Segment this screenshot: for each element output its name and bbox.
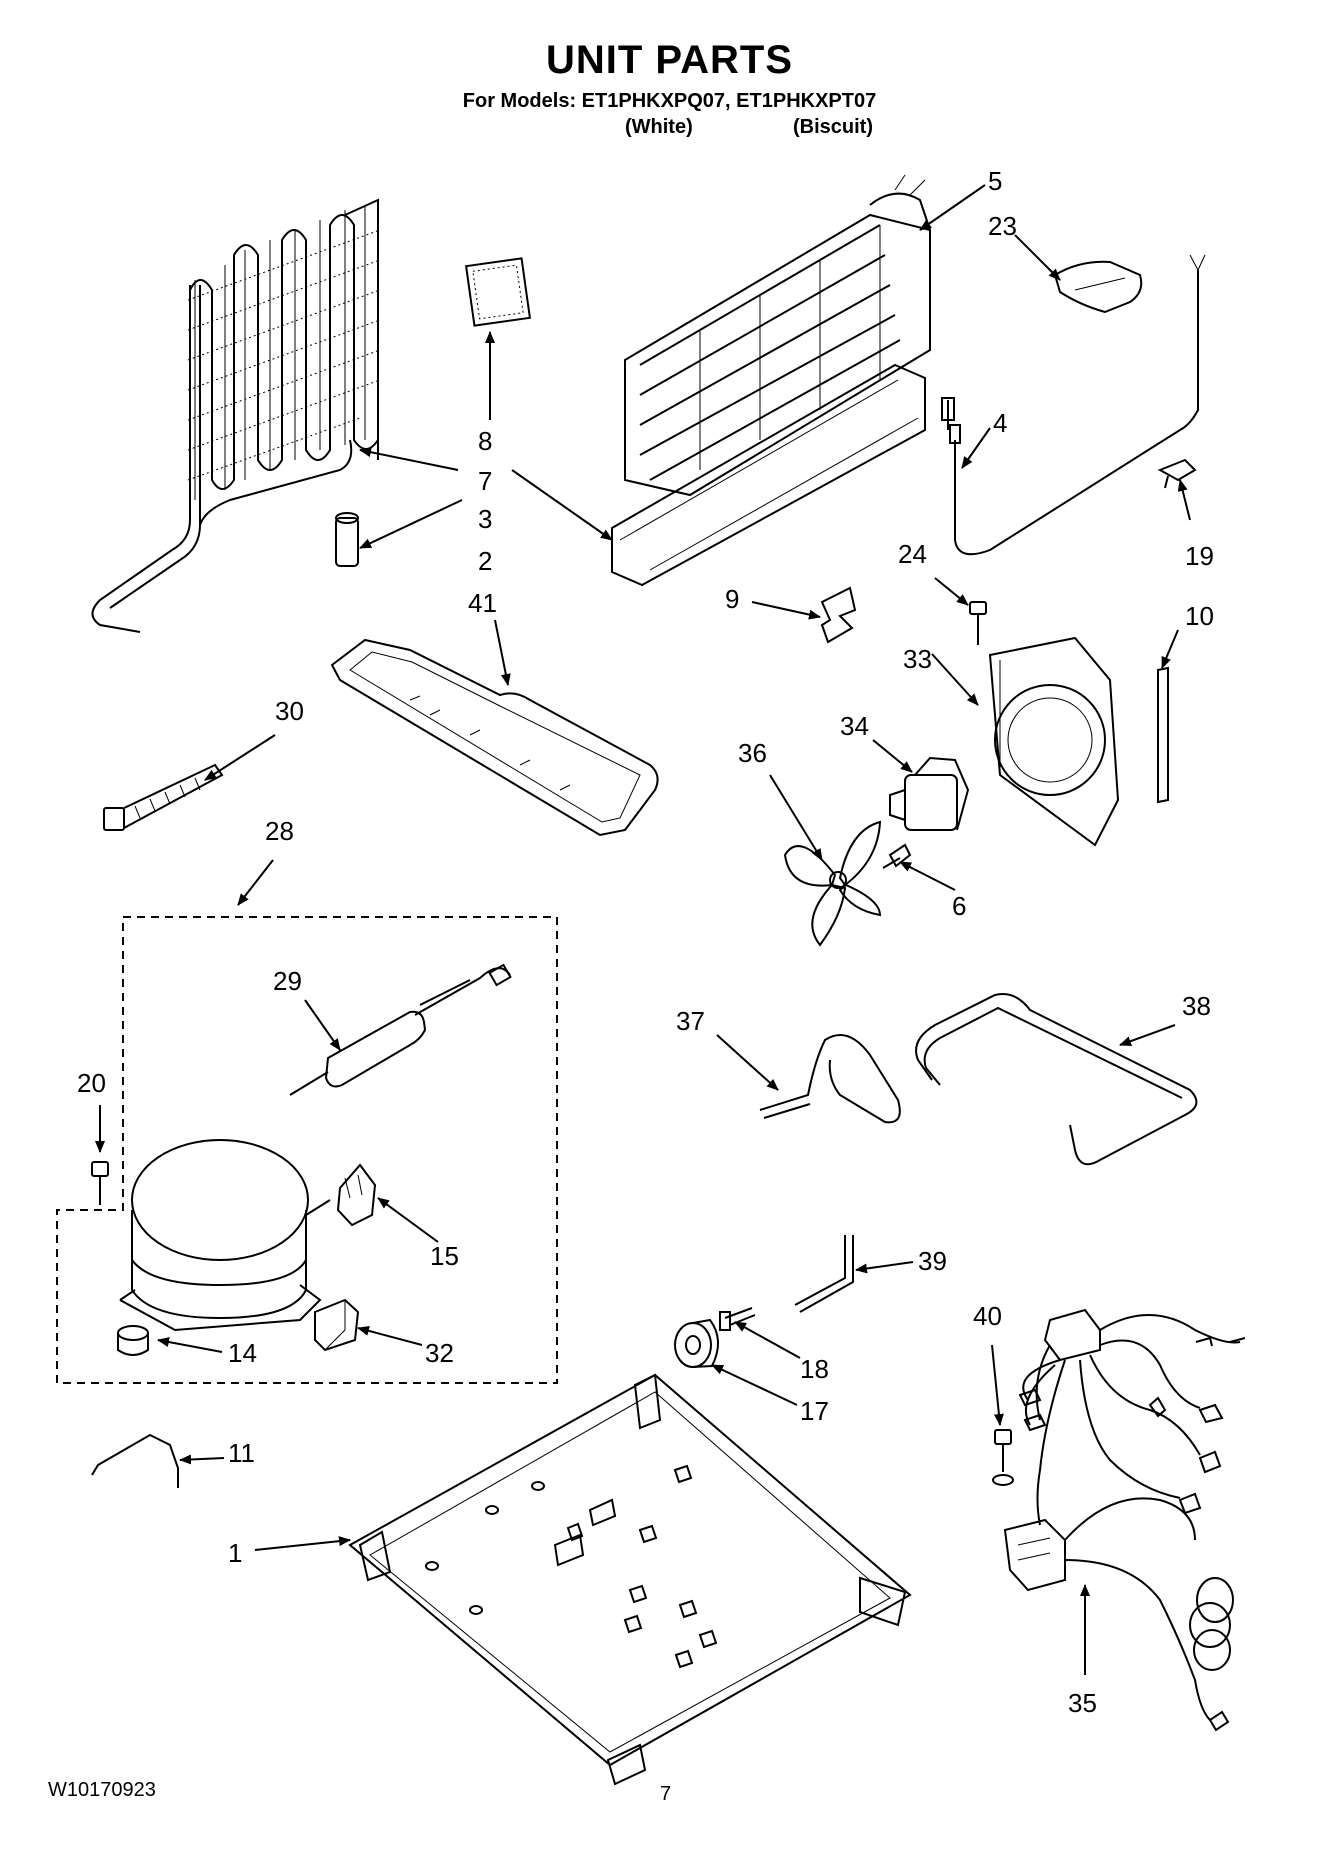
callout-9: 9 bbox=[725, 584, 739, 614]
callout-10: 10 bbox=[1185, 601, 1214, 631]
clip-9-part bbox=[820, 586, 857, 644]
callout-4: 4 bbox=[993, 408, 1007, 438]
screw-20-part bbox=[91, 1161, 109, 1205]
callout-40: 40 bbox=[973, 1301, 1002, 1331]
drip-tray-part bbox=[611, 363, 926, 587]
callout-5: 5 bbox=[988, 166, 1002, 196]
capacitor-32-part bbox=[314, 1298, 360, 1352]
wheel-part bbox=[674, 1318, 719, 1368]
fan-motor-part bbox=[889, 756, 970, 831]
callout-39: 39 bbox=[918, 1246, 947, 1276]
page-number: 7 bbox=[660, 1783, 672, 1805]
callout-34: 34 bbox=[840, 711, 869, 741]
fan-blade-part bbox=[783, 820, 882, 947]
condenser-coil-part bbox=[91, 198, 381, 633]
gasket-strip-part bbox=[1157, 666, 1169, 804]
screw-6-part bbox=[882, 843, 912, 869]
callout-17: 17 bbox=[800, 1396, 829, 1426]
callout-19: 19 bbox=[1185, 541, 1214, 571]
callout-30: 30 bbox=[275, 696, 304, 726]
page-title: UNIT PARTS bbox=[545, 38, 794, 82]
fan-shroud-part bbox=[988, 636, 1120, 847]
tube-part bbox=[335, 512, 359, 567]
screw-24-part bbox=[969, 601, 987, 645]
callout-28: 28 bbox=[265, 816, 294, 846]
callout-41: 41 bbox=[468, 588, 497, 618]
grommet-part bbox=[117, 1325, 149, 1356]
callout-6: 6 bbox=[952, 891, 966, 921]
clip-19-part bbox=[1157, 458, 1197, 489]
cover-part bbox=[1053, 260, 1143, 314]
screw-18-part bbox=[719, 1307, 756, 1331]
callout-15: 15 bbox=[430, 1241, 459, 1271]
callout-23: 23 bbox=[988, 211, 1017, 241]
callout-7: 7 bbox=[478, 466, 492, 496]
callout-11: 11 bbox=[228, 1438, 255, 1468]
tube-38-part bbox=[915, 993, 1198, 1166]
assembly-box-28 bbox=[56, 916, 558, 1384]
callout-29: 29 bbox=[273, 966, 302, 996]
models-line: For Models: ET1PHKXPQ07, ET1PHKXPT07 bbox=[462, 90, 877, 112]
callout-18: 18 bbox=[800, 1354, 829, 1384]
wire-harness-part bbox=[1003, 1308, 1246, 1732]
color-label-biscuit: (Biscuit) bbox=[793, 116, 873, 138]
leader-lines bbox=[95, 184, 1191, 1675]
callout-36: 36 bbox=[738, 738, 767, 768]
callout-8: 8 bbox=[478, 426, 492, 456]
relay-part bbox=[336, 1163, 377, 1227]
pad-part bbox=[464, 257, 532, 327]
callout-33: 33 bbox=[903, 644, 932, 674]
color-label-white: (White) bbox=[625, 116, 693, 138]
callout-20: 20 bbox=[77, 1068, 106, 1098]
callout-35: 35 bbox=[1068, 1688, 1097, 1718]
tube-37-part bbox=[759, 1034, 901, 1124]
thermistor-wire-part bbox=[941, 254, 1206, 556]
callout-3: 3 bbox=[478, 504, 492, 534]
callout-14: 14 bbox=[228, 1338, 257, 1368]
callout-32: 32 bbox=[425, 1338, 454, 1368]
callout-24: 24 bbox=[898, 539, 927, 569]
callout-2: 2 bbox=[478, 546, 492, 576]
callout-37: 37 bbox=[676, 1006, 705, 1036]
base-frame-part bbox=[348, 1373, 912, 1786]
callout-38: 38 bbox=[1182, 991, 1211, 1021]
document-number: W10170923 bbox=[48, 1779, 156, 1801]
screw-40-part bbox=[992, 1429, 1014, 1486]
tray-part bbox=[330, 638, 659, 837]
callout-1: 1 bbox=[228, 1538, 242, 1568]
evaporator-part bbox=[624, 174, 931, 497]
tube-39-part bbox=[794, 1235, 854, 1313]
drier-part bbox=[289, 963, 512, 1096]
compressor-part bbox=[119, 1139, 331, 1332]
cable-tie-part bbox=[103, 763, 224, 831]
spring-clip-part bbox=[91, 1433, 179, 1488]
